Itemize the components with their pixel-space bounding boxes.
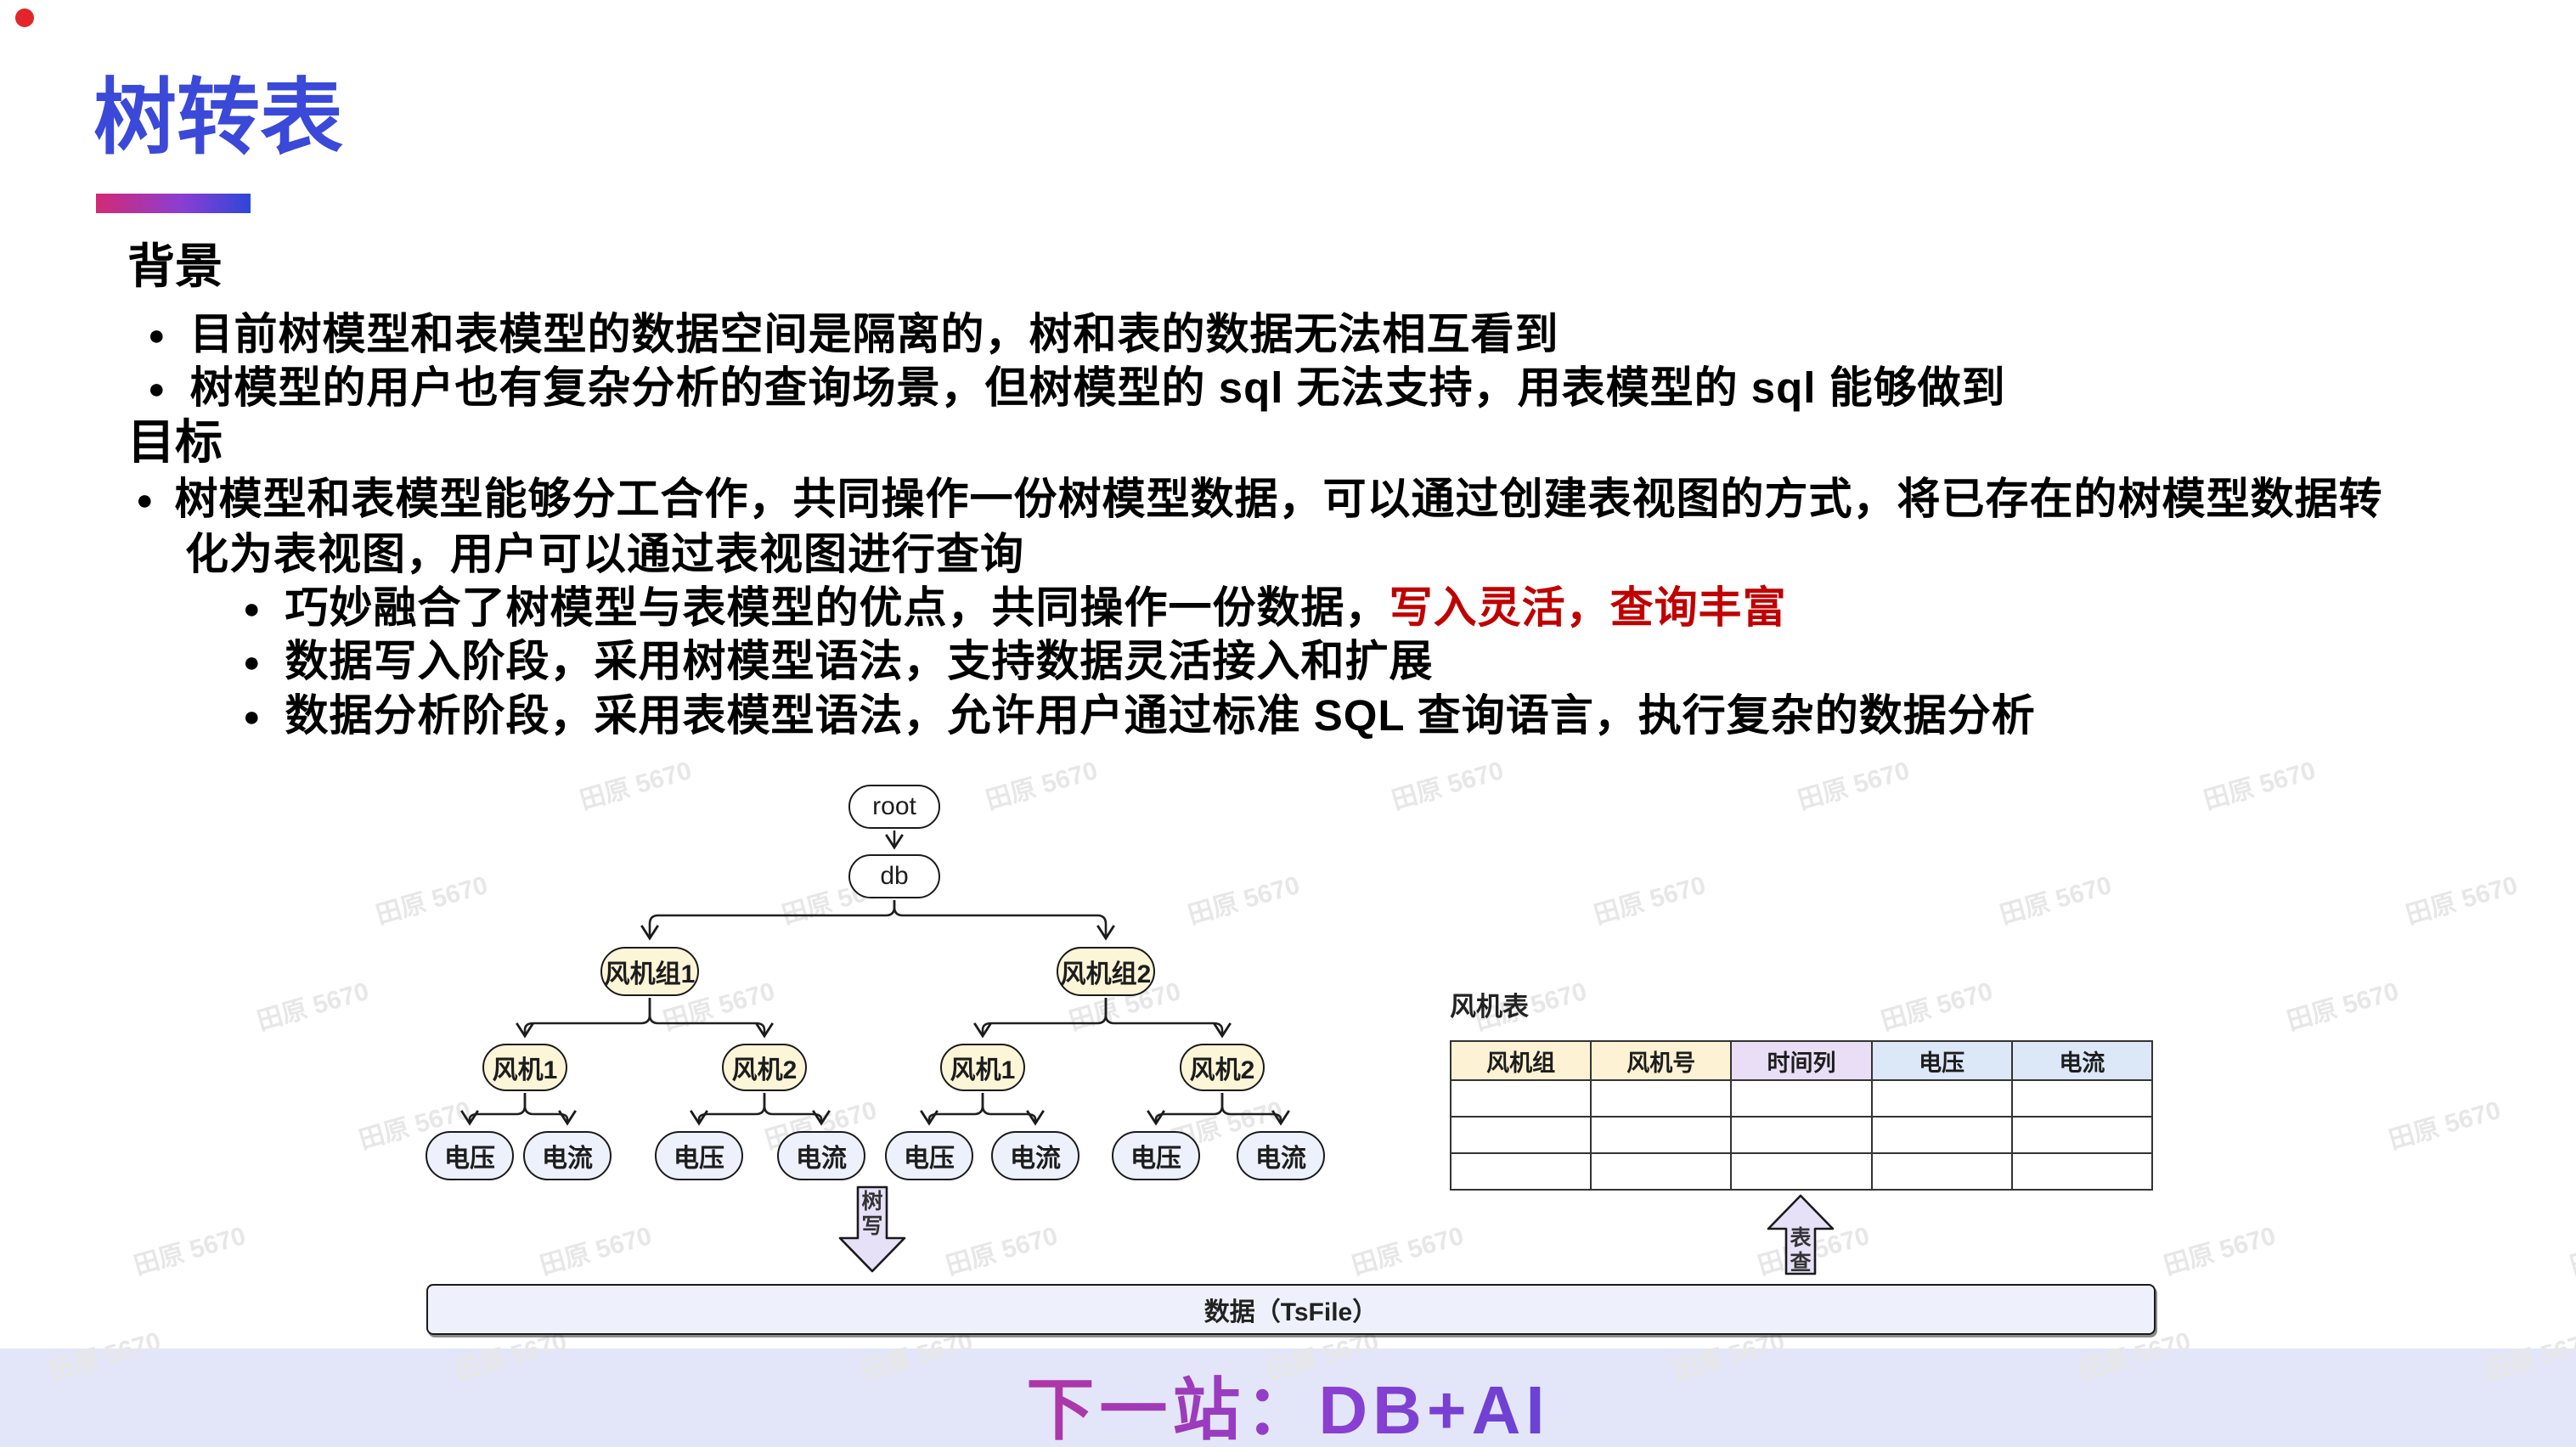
tree-leaf-voltage-1: 电压 [426, 1131, 514, 1180]
tree-leaf-voltage-4: 电压 [1112, 1131, 1200, 1180]
table-cell [1870, 1152, 2013, 1191]
watermark-text: 田原 5670 [2567, 1222, 2576, 1281]
table-query-arrow-label: 表查 [1790, 1226, 1812, 1275]
goal-sub-bullet-1-text: 巧妙融合了树模型与表模型的优点，共同操作一份数据， [285, 583, 1389, 632]
table-cell [1590, 1079, 1733, 1118]
table-header-row: 风机组 风机号 时间列 电压 电流 [1449, 1040, 2154, 1081]
tree-node-turbine-2b: 风机2 [1180, 1044, 1265, 1091]
watermark-text: 田原 5670 [577, 756, 695, 815]
footer-band [0, 1348, 2576, 1447]
table-caption: 风机表 [1450, 992, 1529, 1022]
column-header-turbine-id: 风机号 [1590, 1040, 1733, 1081]
tree-leaf-current-2: 电流 [777, 1131, 865, 1180]
table-cell [1730, 1152, 1873, 1191]
table-cell [1590, 1152, 1733, 1191]
tree-leaf-current-3: 电流 [991, 1131, 1079, 1180]
tree-leaf-voltage-3: 电压 [885, 1131, 973, 1180]
table-cell [1870, 1079, 2013, 1118]
goal-sub-bullet-1: 巧妙融合了树模型与表模型的优点，共同操作一份数据，写入灵活，查询丰富 [243, 581, 1787, 636]
goal-bullet: 树模型和表模型能够分工合作，共同操作一份树模型数据，可以通过创建表视图的方式，将… [136, 472, 2393, 581]
tree-leaf-current-4: 电流 [1237, 1131, 1325, 1180]
watermark-text: 田原 5670 [2386, 1095, 2504, 1155]
footer-slogan: 下一站：DB+AI [0, 1355, 2576, 1447]
watermark-text: 田原 5670 [1349, 1221, 1467, 1281]
tree-leaf-current-1: 电流 [523, 1131, 612, 1180]
column-header-turbine-group: 风机组 [1449, 1040, 1592, 1081]
section-heading-background: 背景 [127, 239, 223, 293]
table-cell [1449, 1079, 1592, 1118]
section-heading-goal: 目标 [127, 415, 223, 469]
watermark-text: 田原 5670 [537, 1221, 655, 1281]
column-header-voltage: 电压 [1870, 1040, 2013, 1081]
table-cell [1449, 1152, 1592, 1191]
table-cell [1730, 1116, 1873, 1154]
watermark-text: 田原 5670 [254, 977, 372, 1036]
goal-sub-bullet-3: 数据分析阶段，采用表模型语法，允许用户通过标准 SQL 查询语言，执行复杂的数据… [243, 689, 2036, 744]
tree-node-turbine-group-2: 风机组2 [1057, 947, 1155, 996]
watermark-text: 田原 5670 [2161, 1221, 2279, 1281]
tree-leaf-voltage-2: 电压 [655, 1131, 743, 1180]
table-cell [1449, 1116, 1592, 1154]
tree-node-turbine-1b: 风机1 [940, 1044, 1025, 1091]
goal-sub-bullet-2: 数据写入阶段，采用树模型语法，支持数据灵活接入和扩展 [243, 634, 1434, 690]
goal-sub-bullet-1-highlight: 写入灵活，查询丰富 [1389, 583, 1787, 632]
watermark-text: 田原 5670 [2403, 870, 2521, 930]
watermark-text: 田原 5670 [1185, 870, 1303, 930]
watermark-text: 田原 5670 [373, 870, 491, 930]
watermark-text: 田原 5670 [1795, 756, 1913, 815]
watermark-text: 田原 5670 [2201, 756, 2319, 815]
watermark-text: 田原 5670 [943, 1221, 1061, 1281]
table-row [1449, 1116, 2154, 1154]
table-row [1449, 1079, 2154, 1118]
tree-node-db: db [848, 854, 940, 898]
table-cell [1590, 1116, 1733, 1154]
title-accent-bar [96, 194, 251, 213]
column-header-time: 时间列 [1730, 1040, 1873, 1081]
tsfile-storage-bar: 数据（TsFile） [426, 1284, 2156, 1335]
table-row [1449, 1152, 2154, 1191]
column-header-current: 电流 [2010, 1040, 2154, 1081]
watermark-text: 田原 5670 [131, 1221, 249, 1281]
tree-node-turbine-2a: 风机2 [722, 1044, 807, 1091]
wind-turbine-table: 风机组 风机号 时间列 电压 电流 [1449, 1040, 2154, 1191]
watermark-text: 田原 5670 [1389, 756, 1507, 815]
table-cell [2010, 1079, 2154, 1118]
watermark-text: 田原 5670 [1997, 870, 2115, 930]
tree-node-turbine-1a: 风机1 [482, 1044, 567, 1091]
background-bullet-2: 树模型的用户也有复杂分析的查询场景，但树模型的 sql 无法支持，用表模型的 s… [148, 361, 2006, 416]
background-bullet-1: 目前树模型和表模型的数据空间是隔离的，树和表的数据无法相互看到 [148, 307, 1559, 363]
watermark-text: 田原 5670 [1591, 870, 1709, 930]
tree-node-root: root [848, 785, 940, 829]
watermark-text: 田原 5670 [2284, 977, 2402, 1036]
watermark-text: 田原 5670 [983, 756, 1101, 815]
table-cell [1870, 1116, 2013, 1154]
table-cell [2010, 1116, 2154, 1154]
table-cell [2010, 1152, 2154, 1191]
watermark-text: 田原 5670 [1878, 977, 1996, 1036]
recording-dot-icon [15, 8, 34, 27]
tree-node-turbine-group-1: 风机组1 [600, 947, 699, 996]
page-title: 树转表 [93, 70, 344, 164]
table-cell [1730, 1079, 1873, 1118]
tree-write-arrow-label: 树写 [861, 1190, 883, 1238]
